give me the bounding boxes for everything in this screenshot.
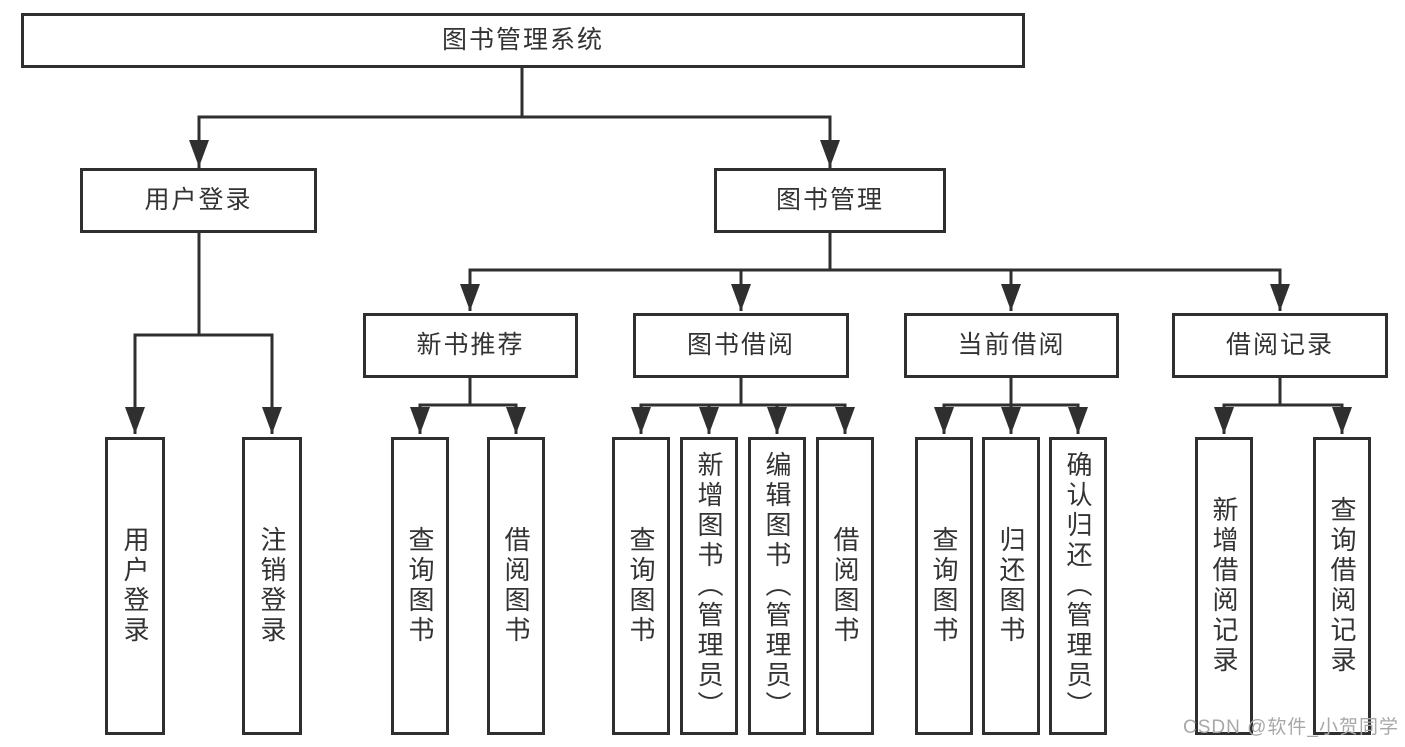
- node-cb-query-books: 查询图书: [915, 437, 973, 735]
- arrowhead-book-borrowing: [731, 284, 751, 311]
- node-cb-confirm-return-admin: 确认归还（管理员）: [1049, 437, 1107, 735]
- node-book-management: 图书管理: [714, 168, 946, 233]
- node-current-borrowing: 当前借阅: [904, 313, 1119, 378]
- arrowhead-cb-query: [934, 407, 954, 434]
- node-leaf-logout: 注销登录: [242, 437, 302, 735]
- node-user-login-label: 用户登录: [144, 186, 253, 214]
- node-cb-return-books: 归还图书: [982, 437, 1040, 735]
- node-current-borrowing-label: 当前借阅: [957, 331, 1066, 359]
- connector-records-rake: [1222, 403, 1344, 434]
- node-bb-add-books-admin-label: 新增图书（管理员）: [694, 451, 724, 721]
- node-bb-add-books-admin: 新增图书（管理员）: [680, 437, 738, 735]
- node-user-login: 用户登录: [80, 168, 317, 233]
- node-br-add-record: 新增借阅记录: [1195, 437, 1253, 735]
- node-borrowing-records: 借阅记录: [1172, 313, 1388, 378]
- node-bb-edit-books-admin: 编辑图书（管理员）: [748, 437, 806, 735]
- arrowhead-new-book-rec: [460, 284, 480, 311]
- node-new-book-recommendation-label: 新书推荐: [416, 331, 525, 359]
- node-book-borrowing-label: 图书借阅: [686, 331, 795, 359]
- node-rec-query-books: 查询图书: [391, 437, 449, 735]
- node-new-book-recommendation: 新书推荐: [363, 313, 578, 378]
- arrowhead-cb-confirm: [1068, 407, 1088, 434]
- arrowhead-rec-borrow: [506, 407, 526, 434]
- node-borrowing-records-label: 借阅记录: [1225, 331, 1334, 359]
- arrowhead-bb-query: [631, 407, 651, 434]
- node-bb-edit-books-admin-label: 编辑图书（管理员）: [762, 451, 792, 721]
- node-rec-borrow-books: 借阅图书: [487, 437, 545, 735]
- node-leaf-user-login-label: 用户登录: [120, 526, 150, 646]
- node-cb-confirm-return-admin-label: 确认归还（管理员）: [1063, 451, 1093, 721]
- connector-book-mgmt-rake: [468, 268, 1282, 311]
- arrowhead-bb-add: [699, 407, 719, 434]
- arrowhead-leaf-logout: [262, 407, 282, 434]
- node-book-borrowing: 图书借阅: [633, 313, 849, 378]
- node-leaf-logout-label: 注销登录: [257, 526, 287, 646]
- node-bb-query-books-label: 查询图书: [626, 526, 656, 646]
- arrowhead-cb-return: [1001, 407, 1021, 434]
- arrowhead-current-borrowing: [1001, 284, 1021, 311]
- connector-borrow-rake: [639, 403, 847, 434]
- connector-rec-rake: [418, 403, 518, 434]
- arrowhead-borrowing-records: [1270, 284, 1290, 311]
- connector-user-login-rake: [133, 333, 274, 434]
- node-rec-query-books-label: 查询图书: [405, 526, 435, 646]
- node-library-management-system: 图书管理系统: [21, 13, 1025, 68]
- arrowhead-book-mgmt: [820, 140, 840, 167]
- node-book-management-label: 图书管理: [775, 186, 884, 214]
- arrowhead-user-login: [189, 140, 209, 167]
- arrowhead-br-query: [1332, 407, 1352, 434]
- csdn-watermark: CSDN @软件_小贺同学: [1183, 717, 1399, 738]
- node-library-management-system-label: 图书管理系统: [441, 26, 604, 54]
- node-leaf-user-login: 用户登录: [105, 437, 165, 735]
- node-br-add-record-label: 新增借阅记录: [1209, 496, 1239, 676]
- arrowhead-bb-edit: [767, 407, 787, 434]
- arrowhead-leaf-user-login: [125, 407, 145, 434]
- node-bb-borrow-books: 借阅图书: [816, 437, 874, 735]
- node-rec-borrow-books-label: 借阅图书: [501, 526, 531, 646]
- node-br-query-record-label: 查询借阅记录: [1327, 496, 1357, 676]
- node-bb-query-books: 查询图书: [612, 437, 670, 735]
- arrowhead-rec-query: [410, 407, 430, 434]
- arrowhead-bb-borrow: [835, 407, 855, 434]
- node-cb-return-books-label: 归还图书: [996, 526, 1026, 646]
- node-br-query-record: 查询借阅记录: [1313, 437, 1371, 735]
- connector-level1-rake: [197, 115, 832, 168]
- node-bb-borrow-books-label: 借阅图书: [830, 526, 860, 646]
- node-cb-query-books-label: 查询图书: [929, 526, 959, 646]
- arrowhead-br-add: [1214, 407, 1234, 434]
